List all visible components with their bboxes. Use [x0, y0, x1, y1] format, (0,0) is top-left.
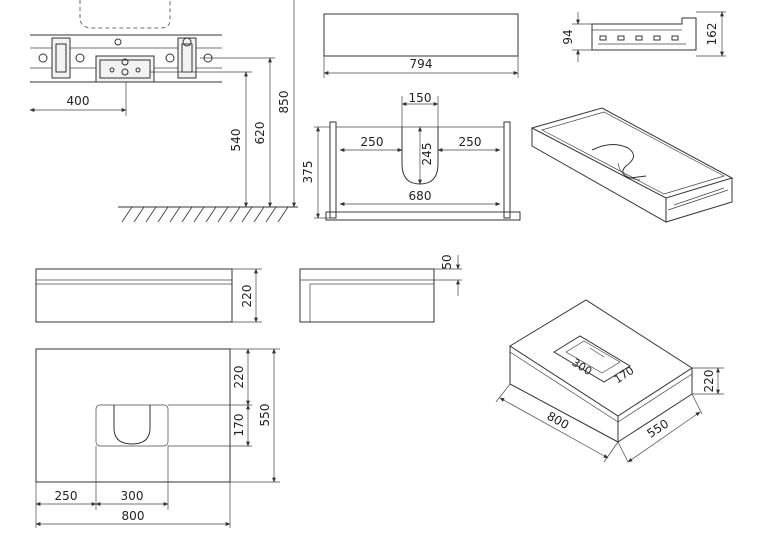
drawer-plan-view: 150 250 250 245 375 680: [301, 91, 521, 221]
dim-170-iso: 170: [612, 364, 637, 386]
dim-250-plan: 250: [55, 489, 78, 503]
dim-375: 375: [301, 161, 315, 184]
dim-550-iso: 550: [644, 417, 671, 441]
plan-basin: [113, 405, 151, 445]
dim-245: 245: [420, 143, 434, 166]
dim-850: 850: [277, 91, 291, 114]
dim-794: 794: [410, 57, 433, 71]
iso-basin-cutout: [553, 335, 631, 383]
plan-view: 250 300 800 220 170 550: [35, 348, 280, 528]
dim-620: 620: [253, 122, 267, 145]
wall-mount-view: 400 540 620 850: [29, 0, 298, 223]
drawer-iso-view: [530, 107, 734, 223]
side-rail-view: 94 162: [561, 11, 726, 62]
dim-250-right: 250: [459, 135, 482, 149]
dim-250-left: 250: [361, 135, 384, 149]
top-plate-view: 794: [323, 13, 519, 78]
front-view: 220: [35, 268, 262, 323]
dim-550-plan: 550: [258, 404, 272, 427]
dim-300-iso: 300: [570, 356, 595, 378]
dim-800-plan: 800: [122, 509, 145, 523]
dim-50: 50: [440, 254, 454, 269]
dim-220-front: 220: [240, 285, 254, 308]
dim-540: 540: [229, 129, 243, 152]
right-bracket: [165, 37, 213, 79]
dim-400: 400: [67, 94, 90, 108]
dim-150: 150: [409, 91, 432, 105]
center-plate: [95, 38, 155, 83]
dim-162: 162: [705, 23, 719, 46]
dim-680: 680: [409, 189, 432, 203]
dim-800-iso: 800: [545, 409, 572, 432]
left-bracket: [38, 37, 85, 79]
dim-220-iso: 220: [702, 370, 716, 393]
dim-220-plan: 220: [232, 366, 246, 389]
dim-170-plan: 170: [232, 414, 246, 437]
basin-outline: [79, 0, 171, 29]
dim-300-plan: 300: [121, 489, 144, 503]
cabinet-iso-view: 300 170 220 800 550: [495, 299, 724, 463]
side-view: 50: [299, 254, 462, 323]
dim-94: 94: [561, 29, 575, 44]
floor-hatch: [121, 206, 289, 223]
